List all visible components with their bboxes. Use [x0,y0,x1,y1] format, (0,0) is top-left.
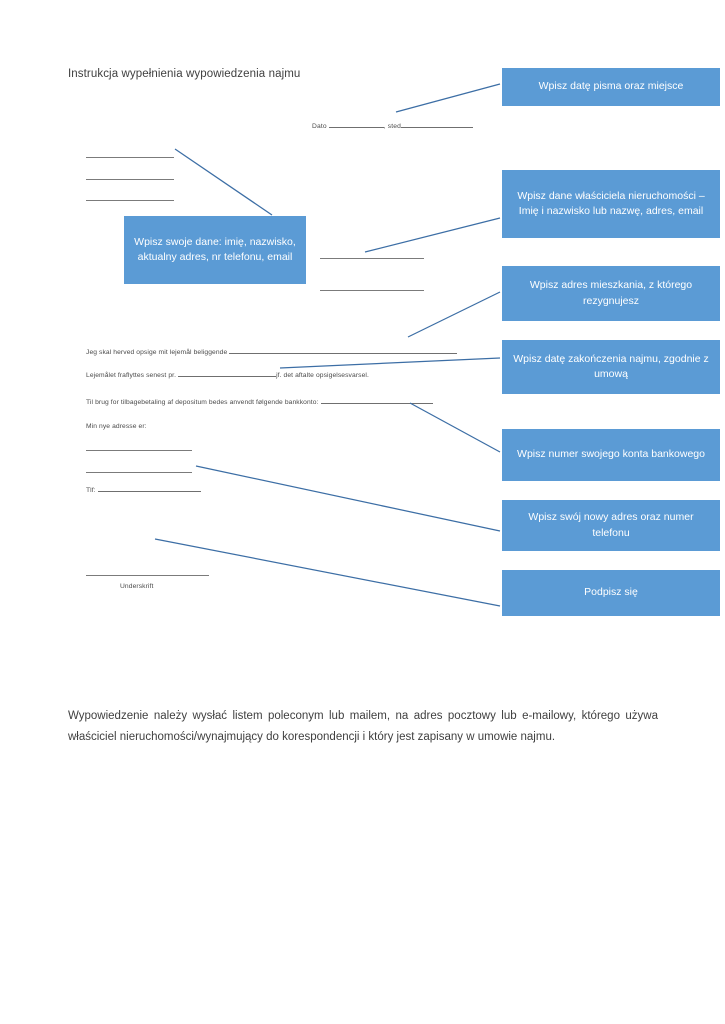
callout-date-place[interactable]: Wpisz datę pisma oraz miejsce [502,68,720,106]
moveout-blank[interactable] [178,376,277,377]
page-title: Instrukcja wypełnienia wypowiedzenia naj… [68,68,301,80]
callout-flat-address-label: Wpisz adres mieszkania, z którego rezygn… [529,279,693,307]
callout-end-date[interactable]: Wpisz datę zakończenia najmu, zgodnie z … [502,340,720,394]
moveout-suffix: jf. det aftalte opsigelsesvarsel. [276,372,369,379]
date-label: Dato [312,123,327,130]
recipient-rule-1[interactable] [320,258,424,259]
callout-date-place-label: Wpisz datę pisma oraz miejsce [538,80,684,93]
connector-date-place [395,83,501,113]
place-label: , sted [383,123,402,130]
recipient-rule-2[interactable] [320,290,424,291]
connector-sign [154,538,501,607]
termination-text: Jeg skal herved opsige mit lejemål belig… [86,349,228,356]
date-place-line: Dato , sted [312,123,474,130]
sender-rule-2[interactable] [86,179,174,180]
date-blank[interactable] [328,127,384,128]
connector-end-date [279,357,501,369]
callout-end-date-label: Wpisz datę zakończenia najmu, zgodnie z … [513,352,709,380]
callout-owner-data[interactable]: Wpisz dane właściciela nieruchomości – I… [502,170,720,238]
callout-own-data[interactable]: Wpisz swoje dane: imię, nazwisko, aktual… [124,216,306,284]
new-address-line: Min nye adresse er: [86,423,147,430]
new-address-text: Min nye adresse er: [86,423,147,430]
moveout-line: Lejemålet fraflyttes senest pr. jf. det … [86,372,369,379]
deposit-line: Til brug for tilbagebetaling af depositu… [86,399,433,406]
connector-own-data [174,148,273,216]
callout-owner-data-label: Wpisz dane właściciela nieruchomości – I… [517,189,705,217]
signature-rule[interactable] [86,575,209,576]
termination-blank[interactable] [229,353,458,354]
callout-new-address-label: Wpisz swój nowy adres oraz numer telefon… [528,511,694,539]
sender-rule-1[interactable] [86,157,174,158]
connector-new-address [195,465,501,532]
termination-line: Jeg skal herved opsige mit lejemål belig… [86,349,458,356]
callout-bank-account[interactable]: Wpisz numer swojego konta bankowego [502,429,720,481]
phone-blank[interactable] [97,491,201,492]
bank-account-blank[interactable] [320,403,433,404]
connector-bank-account [409,402,501,453]
sender-rule-3[interactable] [86,200,174,201]
moveout-prefix: Lejemålet fraflyttes senest pr. [86,372,177,379]
signature-caption: Underskrift [120,583,154,590]
phone-line: Tlf: [86,487,201,494]
deposit-text: Til brug for tilbagebetaling af depositu… [86,399,319,406]
callout-flat-address[interactable]: Wpisz adres mieszkania, z którego rezygn… [502,266,720,321]
connector-owner-data [364,217,501,253]
place-blank[interactable] [401,127,474,128]
callout-sign-label: Podpisz się [584,586,638,599]
callout-new-address[interactable]: Wpisz swój nowy adres oraz numer telefon… [502,500,720,551]
connector-flat-address [407,291,501,338]
new-address-rule-1[interactable] [86,450,192,451]
phone-label: Tlf: [86,487,96,494]
callout-sign[interactable]: Podpisz się [502,570,720,616]
callout-bank-account-label: Wpisz numer swojego konta bankowego [517,448,705,461]
footer-note: Wypowiedzenie należy wysłać listem polec… [68,710,658,744]
new-address-rule-2[interactable] [86,472,192,473]
callout-own-data-label: Wpisz swoje dane: imię, nazwisko, aktual… [134,235,296,263]
